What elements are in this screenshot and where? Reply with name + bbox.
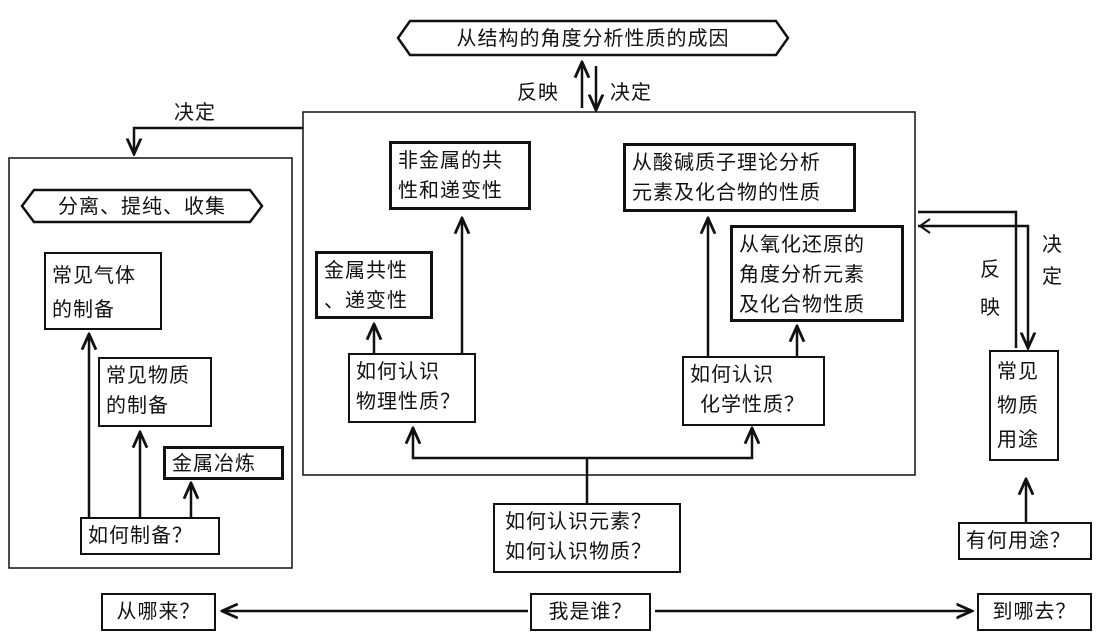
where-from-box: 从哪来？: [101, 593, 216, 631]
center-question-line-2: 如何认识物质？: [505, 539, 652, 563]
top-hexagon-shape: [396, 19, 790, 57]
common-uses-line-1: 常见: [997, 359, 1039, 383]
nonmetal-line-1: 非金属的共: [398, 148, 503, 172]
metal-smelting-label: 金属冶炼: [172, 451, 256, 475]
gas-prep-line-2: 的制备: [52, 297, 115, 321]
substance-prep-line-2: 的制备: [106, 393, 169, 417]
acid-base-line-1: 从酸碱质子理论分析: [632, 150, 821, 174]
chemical-properties-box: 如何认识 化学性质？: [682, 356, 825, 426]
physical-line-1: 如何认识: [356, 359, 440, 383]
nonmetal-properties-box: 非金属的共 性和递变性: [389, 141, 531, 210]
redox-box: 从氧化还原的 角度分析元素 及化合物性质: [730, 225, 904, 322]
decide-label-right: 决定: [1042, 232, 1062, 288]
metal-smelting-box: 金属冶炼: [163, 446, 284, 480]
substance-prep-line-1: 常见物质: [106, 363, 190, 387]
nonmetal-line-2: 性和递变性: [398, 178, 503, 202]
top-hexagon-label: 从结构的角度分析性质的成因: [456, 26, 730, 50]
what-use-box: 有何用途？: [958, 522, 1092, 560]
center-question-box: 如何认识元素？ 如何认识物质？: [493, 503, 681, 573]
physical-properties-box: 如何认识 物理性质？: [348, 353, 476, 423]
how-to-prepare-label: 如何制备？: [88, 523, 193, 547]
chemical-line-2: 化学性质？: [700, 392, 805, 416]
center-group-frame: [302, 111, 916, 476]
who-am-i-box: 我是谁？: [530, 593, 651, 631]
who-am-i-label: 我是谁？: [548, 599, 633, 623]
common-uses-box: 常见 物质 用途: [989, 350, 1059, 461]
where-to-label: 到哪去？: [992, 599, 1077, 623]
left-group-frame: [8, 157, 293, 569]
redox-line-3: 及化合物性质: [739, 292, 865, 316]
common-uses-line-2: 物质: [997, 393, 1039, 417]
chemical-line-1: 如何认识: [690, 362, 774, 386]
left-hexagon-shape: [20, 188, 264, 224]
redox-line-2: 角度分析元素: [739, 262, 865, 286]
gas-prep-line-1: 常见气体: [52, 263, 136, 287]
reflect-label-right: 反映: [980, 257, 1000, 319]
gas-preparation-box: 常见气体 的制备: [44, 252, 162, 330]
what-use-label: 有何用途？: [966, 528, 1071, 552]
acid-base-box: 从酸碱质子理论分析 元素及化合物的性质: [623, 143, 856, 212]
where-to-box: 到哪去？: [977, 593, 1092, 631]
metal-properties-box: 金属共性 、递变性: [315, 251, 433, 319]
acid-base-line-2: 元素及化合物的性质: [632, 180, 821, 204]
common-uses-line-3: 用途: [997, 427, 1039, 451]
metal-line-1: 金属共性: [324, 258, 408, 282]
decide-label-top: 决定: [610, 80, 652, 104]
reflect-label-top: 反映: [517, 80, 559, 104]
substance-preparation-box: 常见物质 的制备: [98, 357, 212, 427]
physical-line-2: 物理性质？: [356, 389, 461, 413]
metal-line-2: 、递变性: [324, 288, 408, 312]
decide-label-left: 决定: [174, 100, 216, 124]
center-question-line-1: 如何认识元素？: [505, 509, 652, 533]
redox-line-1: 从氧化还原的: [739, 232, 865, 256]
left-hexagon-label: 分离、提纯、收集: [58, 194, 226, 218]
how-to-prepare-box: 如何制备？: [80, 517, 220, 555]
where-from-label: 从哪来？: [116, 599, 201, 623]
